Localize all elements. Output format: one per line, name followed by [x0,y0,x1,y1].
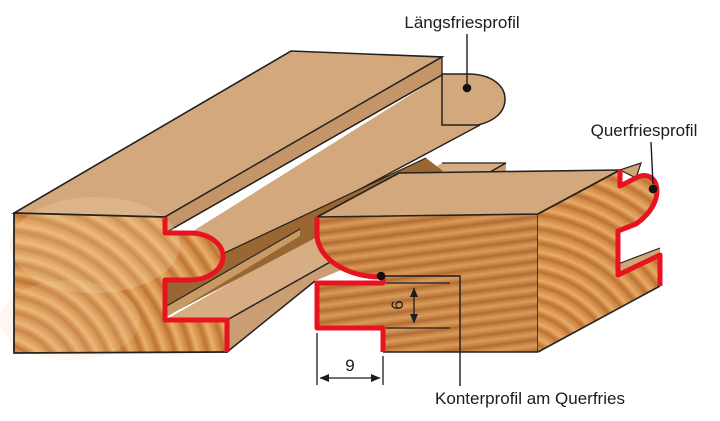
counter-profile-outline [314,217,386,352]
left-rail-end-grain-face [14,213,227,353]
dim-9-extension-lines [316,333,384,385]
leader-querfries [650,141,654,185]
cross-rail [314,162,663,353]
end-grain-highlight [0,280,140,360]
left-rail-molding-top-edge [164,74,443,234]
leader-konterprofil [381,275,461,386]
dimensions [316,282,450,385]
leader-dot-konterprofil [376,271,386,281]
label-konterprofil: Konterprofil am Querfries [435,389,625,408]
cross-rail-step-notch [618,162,642,179]
left-rail-groove-floor [165,229,300,318]
leader-dot-querfries [648,184,658,194]
left-rail-profile-outline [162,217,230,352]
cross-rail-profile-outline [615,170,663,286]
end-grain-highlight [10,197,180,293]
left-rail-end-face-edges [13,212,229,354]
left-rail-molding-band [190,75,480,280]
dim-6-value: 6 [388,300,407,309]
leader-lines [381,34,654,386]
dim-6-extension-lines [386,282,450,329]
cross-rail-end-grain-face [538,170,660,352]
left-rail-bullnose-end-cap [441,73,506,126]
cross-rail-groove-floor-strip-edge [617,247,661,265]
cross-rail-end-face-edges [537,169,661,353]
label-laengsfriesprofil: Längsfriesprofil [404,13,519,32]
dim-9-value: 9 [345,356,354,375]
leader-dot-laengsfries [462,83,472,93]
label-querfriesprofil: Querfriesprofil [591,121,698,140]
left-rail-groove-floor-edge [164,228,301,308]
